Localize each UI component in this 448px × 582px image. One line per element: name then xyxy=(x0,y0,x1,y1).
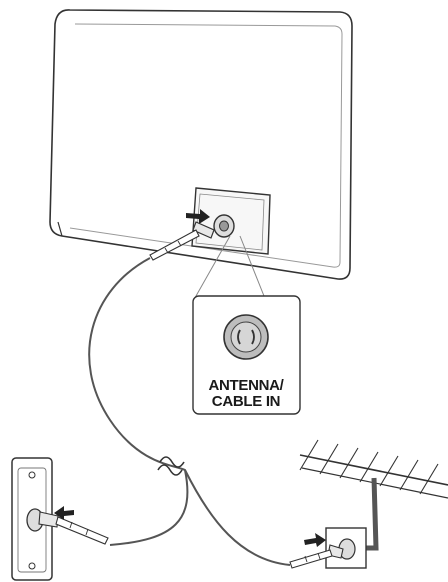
tv-antenna-port xyxy=(213,214,235,238)
outdoor-antenna xyxy=(299,439,448,551)
insert-arrow-icon xyxy=(186,209,210,224)
tv-back xyxy=(49,9,353,280)
antenna-cable-plug xyxy=(289,544,344,569)
port-label-line1: ANTENNA/ xyxy=(208,377,284,394)
coax-cable xyxy=(88,257,291,566)
wall-cable-plug xyxy=(38,511,109,545)
port-label-line2: CABLE IN xyxy=(211,393,281,410)
wall-outlet-plate xyxy=(11,457,53,581)
tv-cable-plug xyxy=(149,221,215,261)
port-detail-icon xyxy=(223,314,269,360)
wall-insert-arrow-icon xyxy=(54,506,74,520)
antenna-insert-arrow-icon xyxy=(304,533,326,547)
